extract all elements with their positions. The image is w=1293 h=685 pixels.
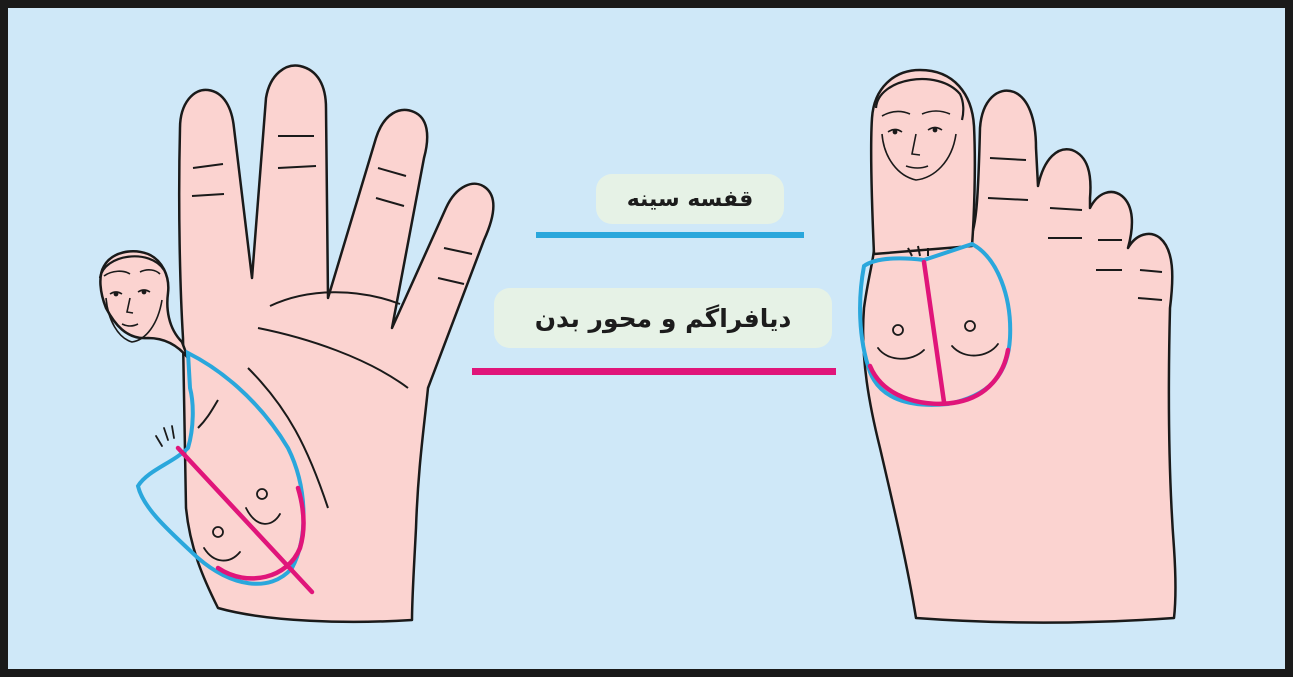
- chest-legend-line: [536, 232, 804, 238]
- big-toe-outline: [871, 70, 975, 254]
- diaphragm-legend-line: [472, 368, 836, 375]
- hand-outline: [179, 66, 493, 622]
- hand-palm-illustration: [100, 66, 493, 622]
- chest-label: قفسه سینه: [596, 174, 784, 224]
- thumb-outline: [100, 251, 188, 358]
- diaphragm-axis-label: دیافراگم و محور بدن: [494, 288, 832, 348]
- foot-sole-illustration: [863, 70, 1175, 623]
